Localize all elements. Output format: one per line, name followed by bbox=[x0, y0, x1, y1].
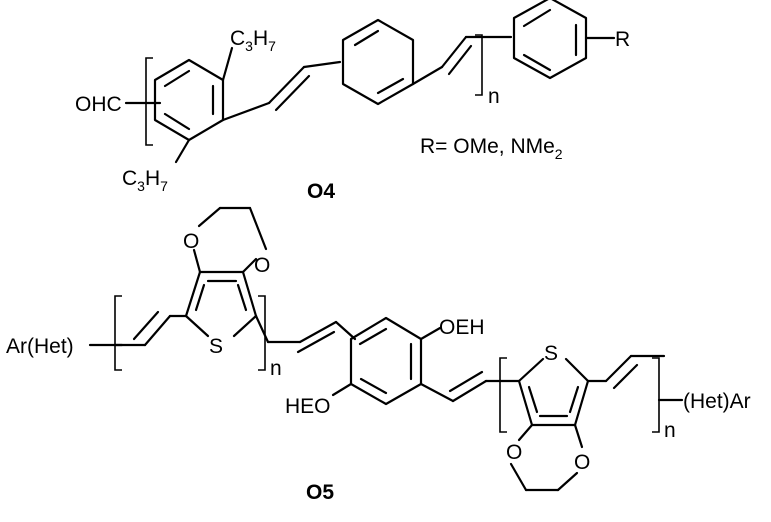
o5-dioxane-left bbox=[241, 257, 258, 274]
compound-o4-structure: OHC n C3H7 C3H7 bbox=[75, 0, 630, 194]
o4-ring-1-inner bbox=[163, 69, 191, 88]
o5-bracket-right-open bbox=[499, 357, 507, 433]
o4-propyl-top-bond bbox=[221, 46, 234, 82]
o5-oeh-bond bbox=[419, 326, 442, 341]
o5-thiophene-right-double bbox=[568, 385, 580, 414]
o5-vinyl-center-right bbox=[419, 382, 455, 403]
compound-o5-structure: Ar(Het) n S O O bbox=[6, 206, 751, 492]
o5-vinyl-center-left bbox=[334, 320, 357, 341]
o5-sulfur-left: S bbox=[209, 335, 223, 358]
o4-ring-2-inner bbox=[353, 29, 380, 47]
o4-ring-3-inner bbox=[522, 8, 552, 28]
o5-vinyl-center-left bbox=[298, 320, 338, 344]
o5-thiophene-right bbox=[573, 379, 590, 427]
o5-vinyl-left bbox=[143, 314, 172, 347]
o5-thiophene-left-double bbox=[236, 283, 248, 312]
o5-dioxane-left bbox=[248, 206, 268, 251]
o4-ring-1-inner bbox=[163, 112, 191, 131]
o4-r-definition: R= OMe, NMe2 bbox=[420, 135, 563, 162]
o4-repeat-index: n bbox=[488, 85, 500, 108]
o5-dioxane-right bbox=[556, 471, 579, 492]
o5-vinyl-center-right-double bbox=[448, 370, 484, 393]
o5-thiophene-left bbox=[184, 270, 202, 318]
o5-ring-center-inner bbox=[359, 377, 388, 395]
o4-vinyl-1 bbox=[267, 65, 306, 105]
o5-vinyl-center-left-double bbox=[296, 330, 336, 354]
o5-dioxane-left bbox=[192, 248, 202, 274]
o5-right-end-label: (Het)Ar bbox=[683, 390, 751, 413]
o5-vinyl-left-double bbox=[132, 310, 160, 341]
o4-vinyl-1-double bbox=[274, 74, 311, 112]
o5-vinyl-right-double bbox=[612, 363, 639, 390]
o5-thiophene-left bbox=[241, 270, 258, 318]
o4-vinyl-1 bbox=[302, 60, 342, 69]
o4-bracket-left bbox=[145, 57, 153, 146]
o5-dioxane-right bbox=[573, 423, 584, 449]
o5-bracket-left-open bbox=[114, 295, 122, 371]
o5-dioxane-left bbox=[197, 206, 222, 228]
o5-ring-center-inner bbox=[358, 327, 388, 346]
o4-ring-3-inner bbox=[522, 53, 552, 72]
o5-dioxane-right bbox=[509, 462, 528, 492]
o5-oxygen-right-1: O bbox=[506, 441, 522, 464]
o5-alkoxy-top: OEH bbox=[439, 316, 485, 339]
o4-caption: O4 bbox=[307, 180, 335, 203]
o4-bracket-right bbox=[475, 34, 483, 96]
o5-caption: O5 bbox=[306, 481, 334, 504]
o5-dioxane-right bbox=[517, 423, 534, 442]
o5-sulfur-right: S bbox=[544, 342, 558, 365]
o5-vinyl-center-left bbox=[254, 314, 270, 344]
o5-alkoxy-bottom: HEO bbox=[285, 395, 331, 418]
o5-left-end-label: Ar(Het) bbox=[6, 335, 74, 358]
o4-vinyl-1 bbox=[221, 101, 271, 122]
o5-thiophene-right-double bbox=[527, 385, 539, 414]
o5-thiophene-left-double bbox=[194, 283, 206, 312]
o5-thiophene-right bbox=[517, 379, 534, 427]
o5-oxygen-right-2: O bbox=[574, 451, 590, 474]
o4-vinyl-2 bbox=[411, 65, 444, 86]
o5-bracket-right-close bbox=[652, 357, 660, 433]
o5-repeat-index-left: n bbox=[270, 357, 282, 380]
o5-vinyl-center-right bbox=[451, 379, 488, 403]
o5-vinyl-right bbox=[604, 354, 633, 383]
o5-repeat-index-right: n bbox=[664, 419, 676, 442]
o5-heo-bond bbox=[331, 382, 353, 397]
o5-thiophene-left bbox=[232, 314, 258, 338]
o4-propyl-bottom: C3H7 bbox=[122, 167, 168, 194]
o4-propyl-top: C3H7 bbox=[230, 27, 276, 54]
o4-end-group-label: OHC bbox=[75, 93, 122, 116]
o5-oxygen-left-1: O bbox=[183, 230, 199, 253]
o5-oxygen-left-2: O bbox=[254, 254, 270, 277]
o4-ring-3 bbox=[512, 0, 588, 80]
o5-thiophene-left bbox=[184, 314, 210, 338]
o4-r-label: R bbox=[615, 28, 630, 51]
o4-ring-2-inner bbox=[376, 77, 405, 95]
o5-thiophene-right bbox=[564, 357, 590, 383]
o4-propyl-bottom-bond bbox=[174, 138, 191, 164]
o5-thiophene-right bbox=[517, 357, 545, 383]
o4-vinyl-2 bbox=[440, 35, 468, 69]
o4-vinyl-2-double bbox=[447, 44, 473, 76]
o4-ring-2 bbox=[341, 18, 415, 106]
